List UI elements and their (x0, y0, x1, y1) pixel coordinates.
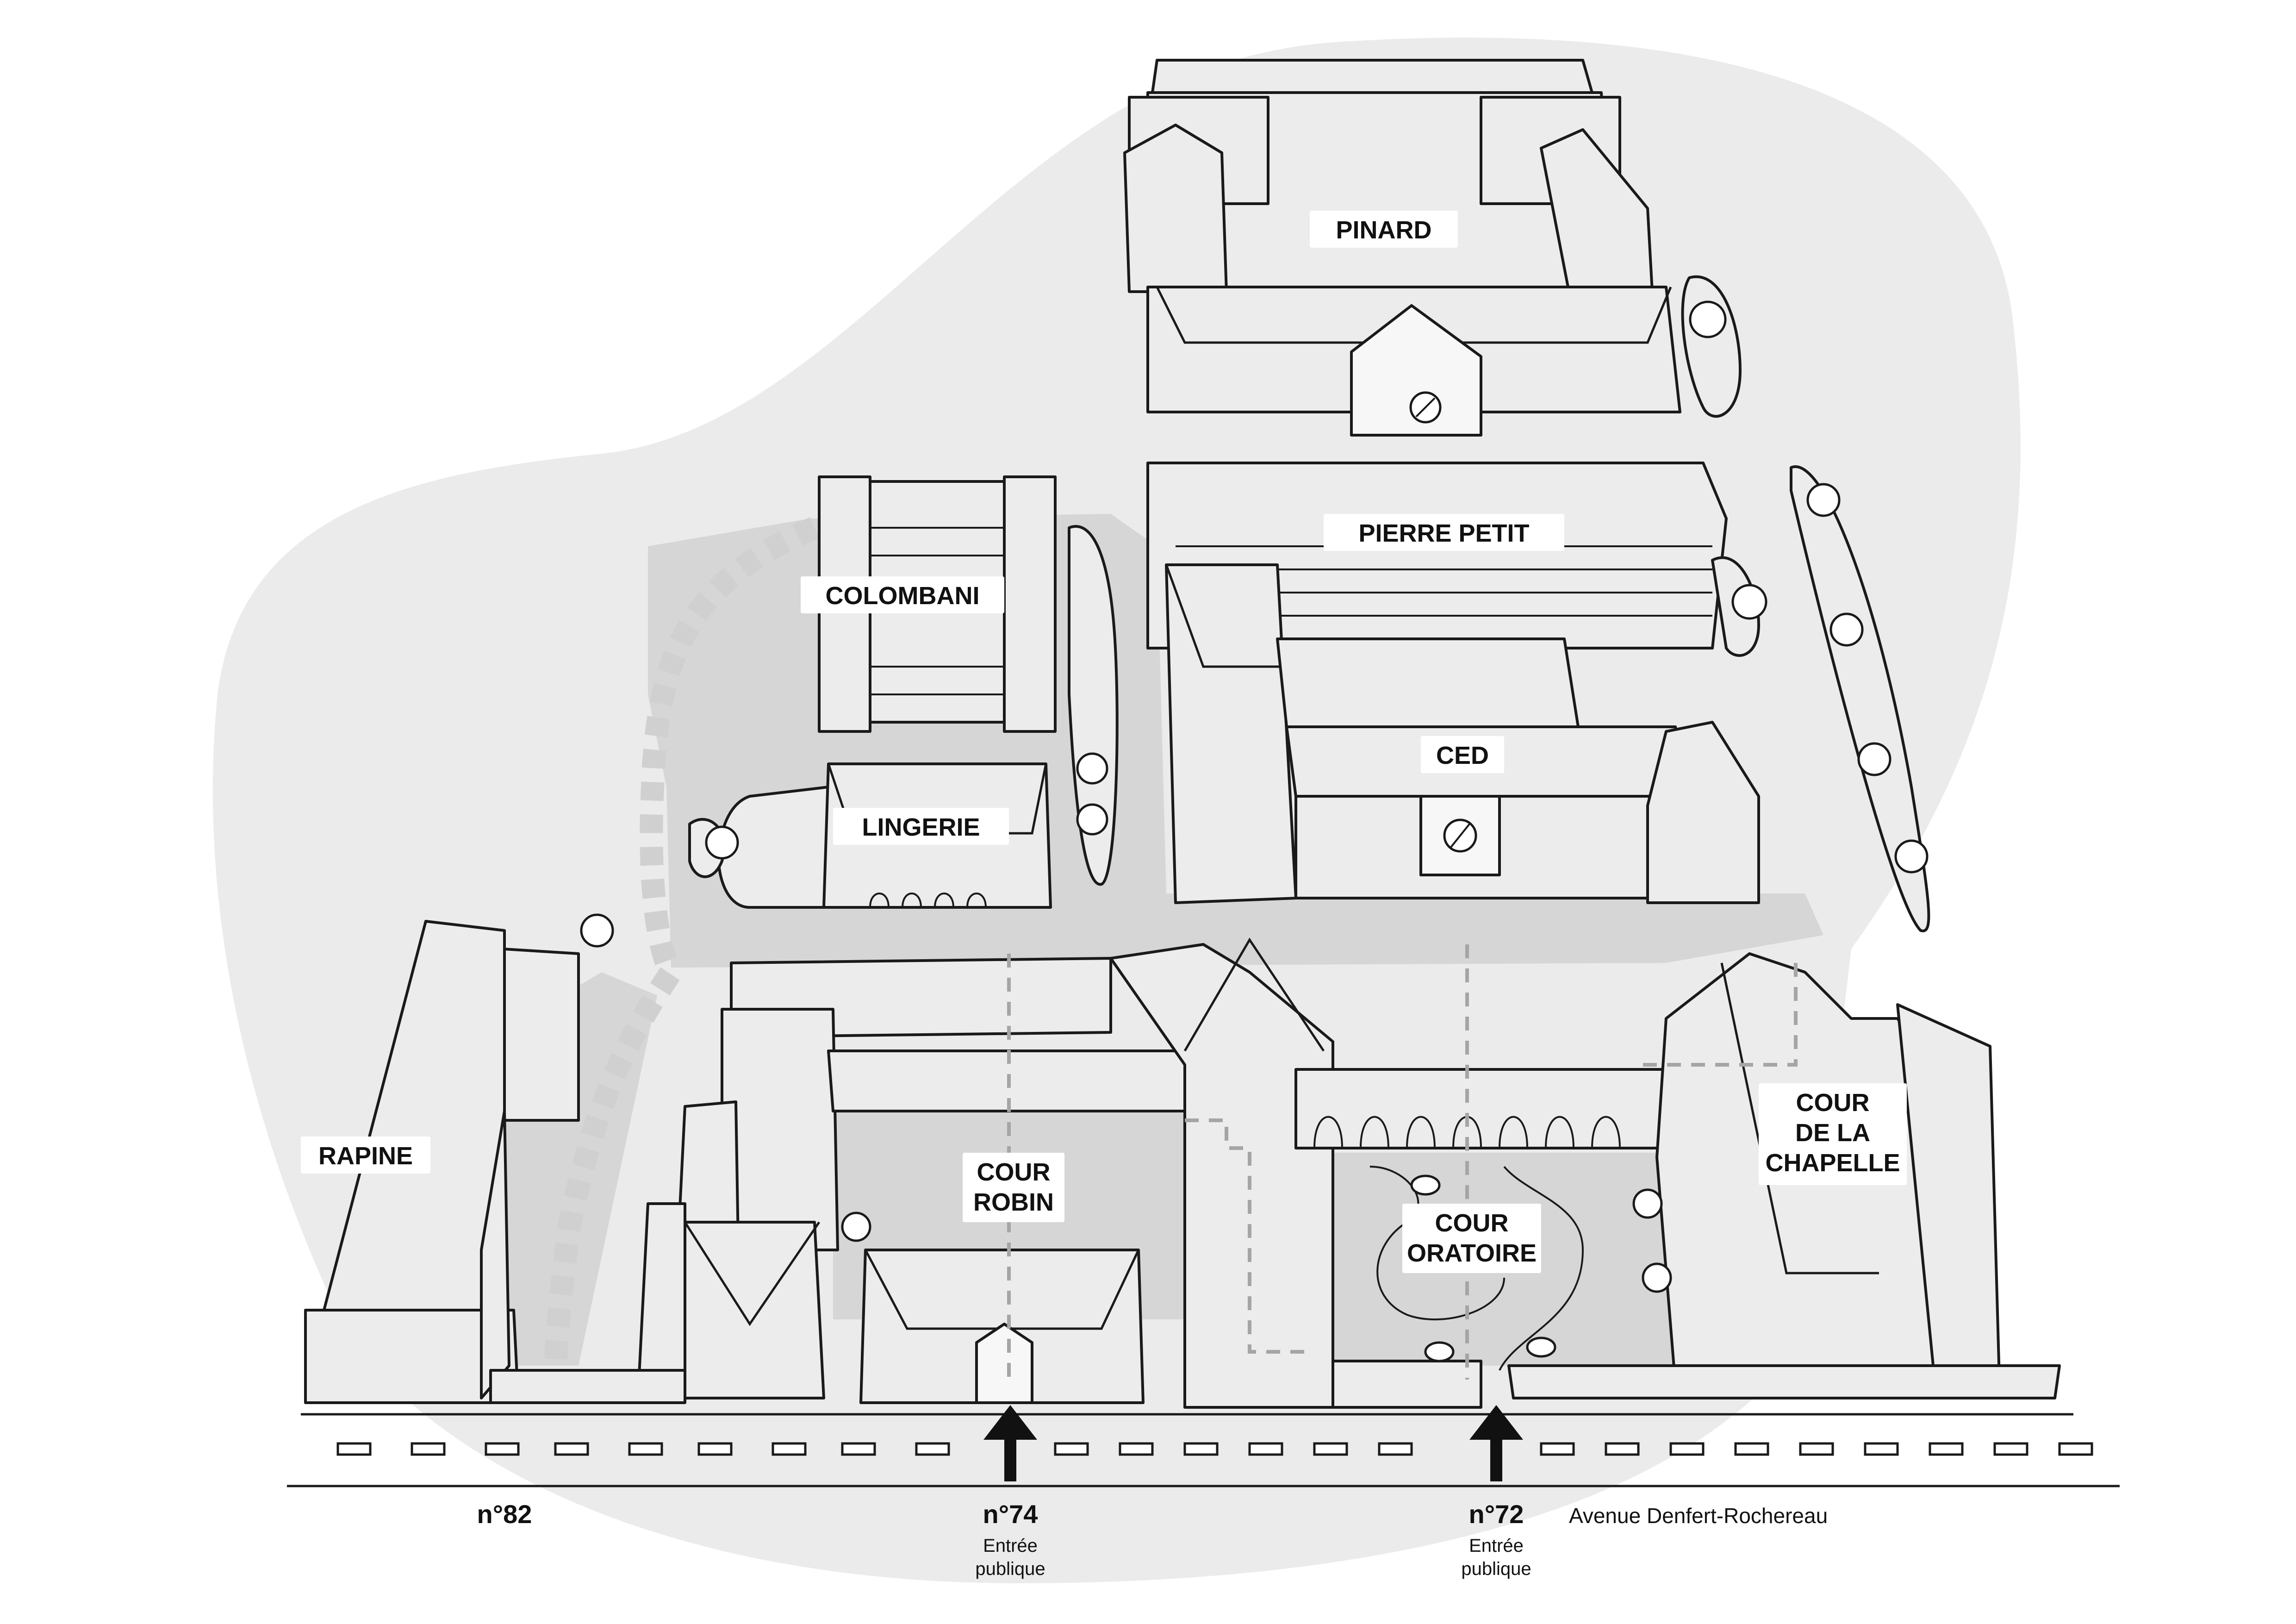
trees (580, 300, 1929, 1293)
entree-n72-line2: publique (1461, 1559, 1531, 1579)
cour-oratoire-label: COUR ORATOIRE (1402, 1204, 1541, 1273)
entree-n74-line2: publique (975, 1559, 1045, 1579)
front-complex (489, 937, 2061, 1409)
svg-text:ROBIN: ROBIN (973, 1188, 1054, 1216)
svg-text:COUR: COUR (1796, 1089, 1870, 1117)
address-n72: n°72 (1469, 1499, 1524, 1529)
svg-text:COUR: COUR (1435, 1209, 1509, 1237)
road (287, 1413, 2120, 1487)
entrance-arrow-n74[interactable] (983, 1405, 1037, 1481)
pedestrian-path (544, 517, 819, 1385)
dashed-route-lines (1007, 944, 1798, 1380)
entree-n74-line1: Entrée (983, 1536, 1038, 1556)
lane-markings (336, 1442, 2093, 1456)
svg-text:CHAPELLE: CHAPELLE (1765, 1149, 1900, 1177)
address-n82: n°82 (477, 1499, 532, 1529)
svg-text:RAPINE: RAPINE (318, 1142, 413, 1170)
pierre-petit-label: PIERRE PETIT (1324, 514, 1564, 551)
svg-text:DE LA: DE LA (1795, 1119, 1870, 1147)
address-n74: n°74 (983, 1499, 1038, 1529)
ced-label: CED (1421, 736, 1504, 773)
svg-text:PIERRE PETIT: PIERRE PETIT (1358, 519, 1529, 547)
svg-text:COUR: COUR (977, 1158, 1051, 1186)
building-ced (1165, 563, 1760, 904)
street-name: Avenue Denfert-Rochereau (1569, 1504, 1828, 1528)
svg-text:ORATOIRE: ORATOIRE (1407, 1239, 1537, 1267)
entrance-arrow-n72[interactable] (1469, 1405, 1523, 1481)
svg-text:LINGERIE: LINGERIE (862, 813, 980, 841)
cour-oratoire-garden (1369, 1166, 1584, 1371)
entree-n72-line1: Entrée (1469, 1536, 1524, 1556)
lingerie-label: LINGERIE (833, 808, 1009, 845)
svg-text:COLOMBANI: COLOMBANI (826, 582, 980, 610)
cour-chapelle-label: COUR DE LA CHAPELLE (1759, 1083, 1907, 1185)
svg-text:CED: CED (1436, 742, 1489, 769)
cour-robin-label: COUR ROBIN (963, 1153, 1064, 1222)
building-pinard (1123, 59, 1742, 437)
pinard-label: PINARD (1310, 211, 1458, 248)
rapine-label: RAPINE (301, 1137, 430, 1174)
svg-text:PINARD: PINARD (1336, 216, 1431, 244)
colombani-label: COLOMBANI (801, 576, 1004, 613)
building-rapine (304, 920, 580, 1404)
